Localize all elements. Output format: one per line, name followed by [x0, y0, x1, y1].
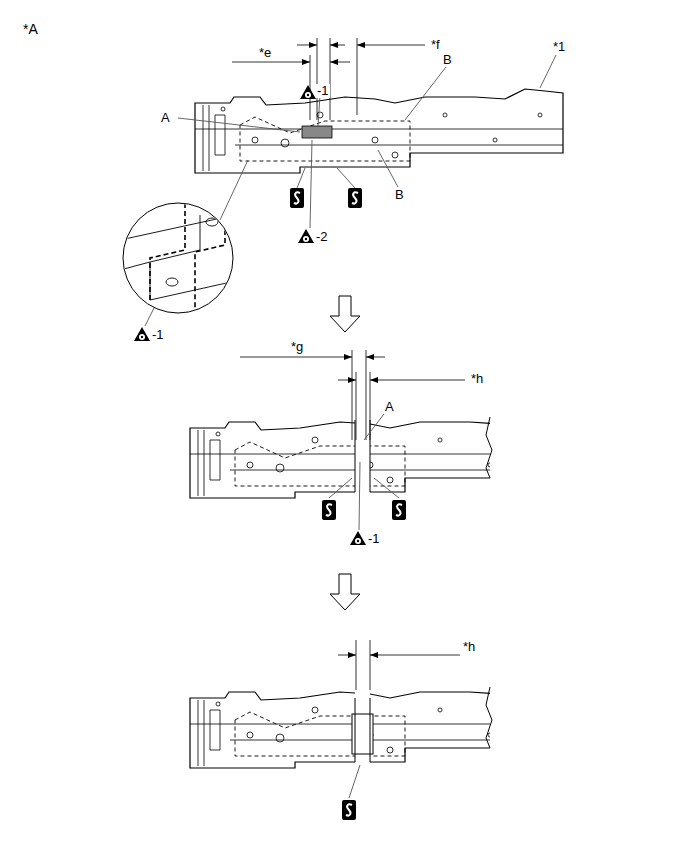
figure-letter: *A [22, 22, 39, 36]
weld-callout: -2 [315, 230, 329, 244]
dimension-label: *e [258, 46, 272, 60]
dimension-label: *h [462, 640, 476, 654]
part-letter: A [160, 111, 171, 125]
dimension-label: *f [430, 38, 441, 52]
part-letter: B [394, 188, 405, 202]
part-letter: B [442, 53, 453, 67]
dimension-label: *g [290, 340, 304, 354]
weld-callout: -1 [151, 328, 165, 342]
weld-callout: -1 [316, 84, 330, 98]
dimension-label: *h [470, 372, 484, 386]
part-letter: A [384, 400, 395, 414]
callout-number: *1 [552, 40, 566, 54]
weld-callout: -1 [367, 532, 381, 546]
